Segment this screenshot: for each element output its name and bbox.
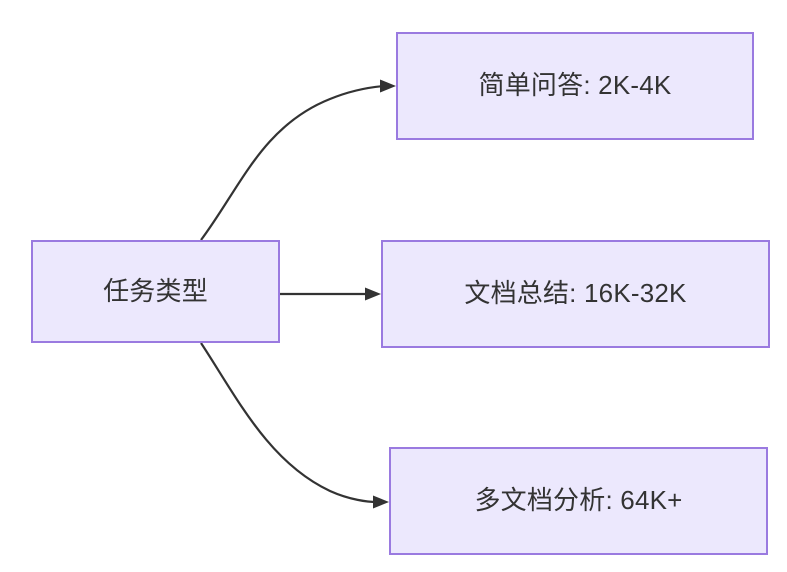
edge-root-to-multi-doc-path	[200, 342, 378, 504]
edge-root-to-multi-doc	[200, 342, 389, 509]
edge-root-to-simple-qa	[200, 79, 396, 241]
node-multi-doc-label: 多文档分析: 64K+	[474, 485, 683, 516]
edge-root-to-simple-qa-path	[200, 84, 385, 241]
node-simple-qa[interactable]: 简单问答: 2K-4K	[396, 32, 754, 140]
node-simple-qa-label: 简单问答: 2K-4K	[478, 70, 672, 101]
node-task-type[interactable]: 任务类型	[31, 240, 280, 343]
edge-root-to-simple-qa-arrowhead	[380, 79, 396, 93]
edge-root-to-multi-doc-arrowhead	[373, 495, 389, 509]
edge-root-to-doc-summary	[280, 287, 381, 301]
node-doc-summary[interactable]: 文档总结: 16K-32K	[381, 240, 770, 348]
node-multi-doc[interactable]: 多文档分析: 64K+	[389, 447, 768, 555]
edge-root-to-doc-summary-arrowhead	[365, 287, 381, 301]
node-doc-summary-label: 文档总结: 16K-32K	[464, 278, 687, 309]
node-task-type-label: 任务类型	[103, 275, 208, 306]
